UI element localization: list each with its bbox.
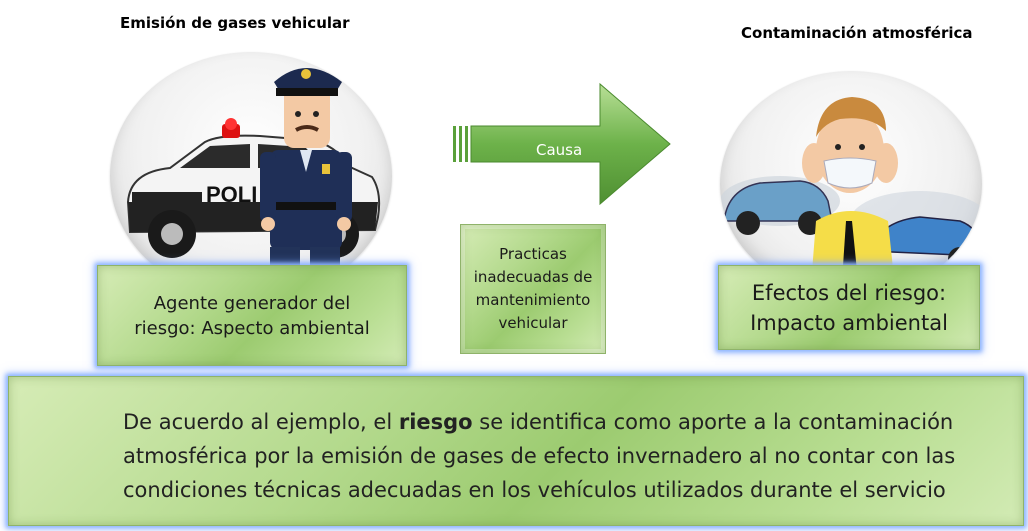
- cause-arrow: [453, 82, 671, 206]
- cause-line-3: mantenimiento: [475, 291, 591, 309]
- risk-effects-line-2: Impacto ambiental: [750, 310, 948, 335]
- pollution-illustration-circle: [720, 71, 982, 297]
- risk-agent-line-1: Agente generador del: [153, 292, 351, 314]
- cause-line-4: vehicular: [498, 314, 568, 332]
- cause-line-1: Practicas: [499, 245, 567, 263]
- explanation-bold-word: riesgo: [398, 410, 473, 434]
- risk-effects-line-1: Efectos del riesgo:: [751, 280, 947, 305]
- man-with-mask-and-cars-icon: [720, 97, 982, 297]
- cause-line-2: inadecuadas de: [473, 268, 593, 286]
- explanation-text-after-bold: se identifica como aporte a la contamina…: [472, 410, 954, 434]
- explanation-box: De acuerdo al ejemplo, el riesgo se iden…: [8, 376, 1024, 526]
- police-illustration-circle: POLI: [110, 52, 392, 300]
- risk-effects-box: Efectos del riesgo: Impacto ambiental: [718, 265, 980, 350]
- arrow-label: Causa: [536, 141, 583, 159]
- police-car-and-officer-icon: POLI: [126, 68, 381, 300]
- explanation-line-2: atmosférica por la emisión de gases de e…: [123, 444, 956, 468]
- risk-agent-line-2: riesgo: Aspecto ambiental: [134, 317, 370, 339]
- explanation-line-3: condiciones técnicas adecuadas en los ve…: [123, 478, 946, 502]
- car-text: POLI: [206, 182, 257, 207]
- explanation-text-before-bold: De acuerdo al ejemplo, el: [123, 410, 399, 434]
- explanation-line-1: De acuerdo al ejemplo, el riesgo se iden…: [123, 405, 1023, 439]
- cause-description-box: Practicas inadecuadas de mantenimiento v…: [460, 224, 606, 354]
- left-title: Emisión de gases vehicular: [120, 14, 350, 32]
- right-title: Contaminación atmosférica: [741, 24, 973, 42]
- risk-agent-box: Agente generador del riesgo: Aspecto amb…: [97, 265, 407, 366]
